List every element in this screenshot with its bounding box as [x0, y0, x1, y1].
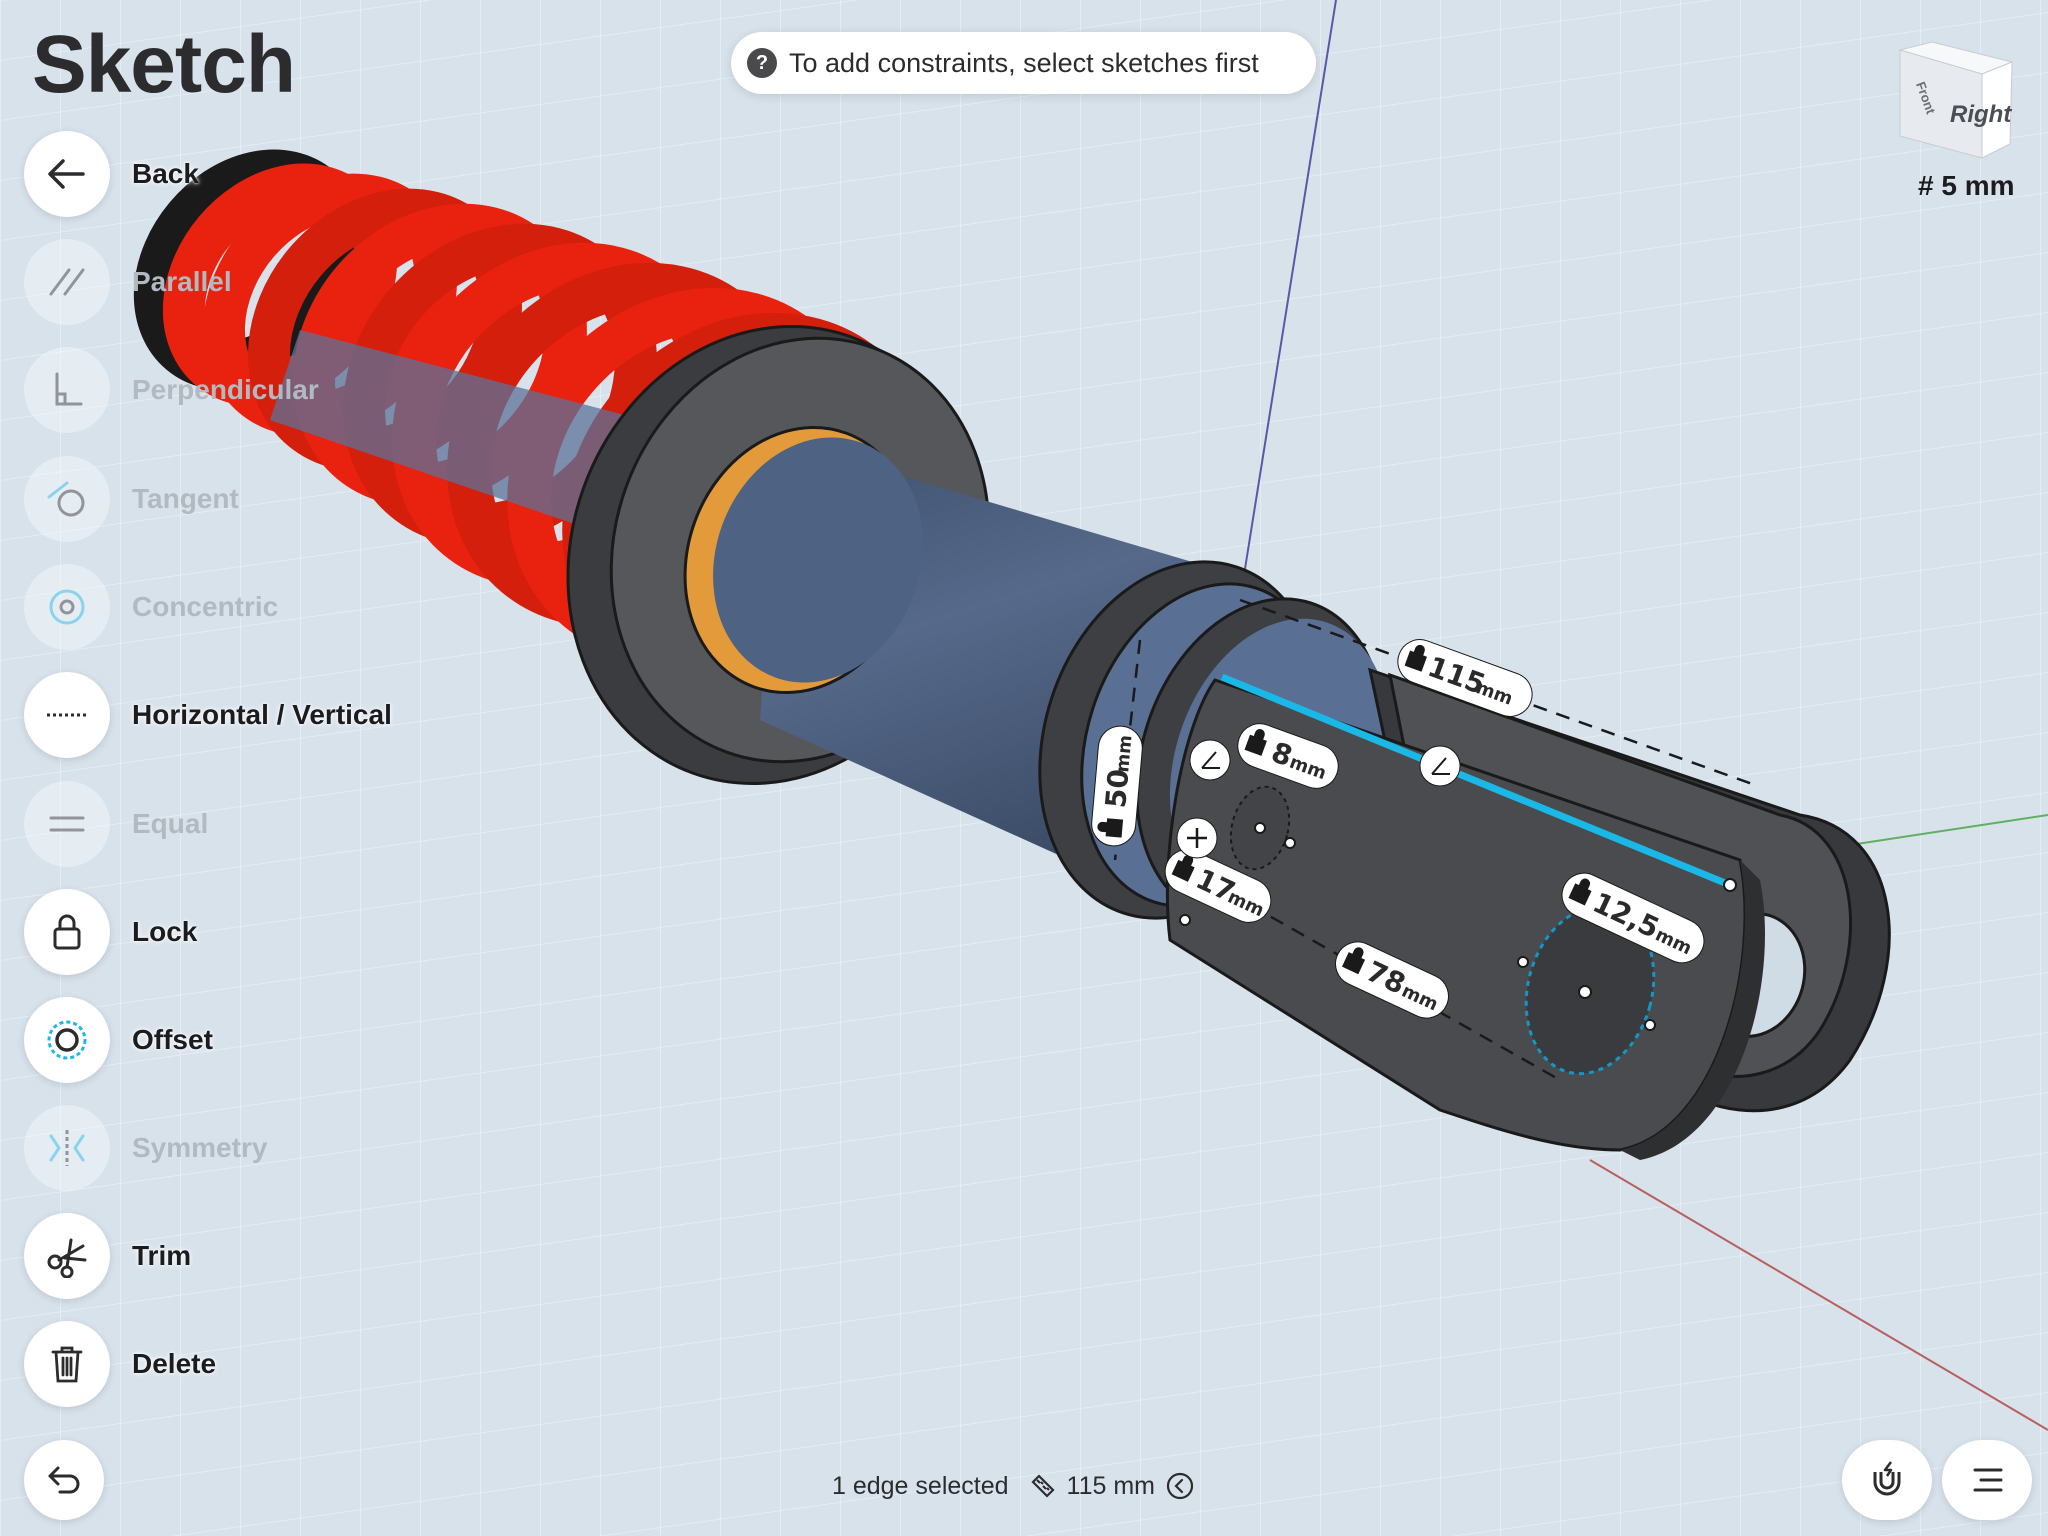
symmetry-icon [24, 1105, 110, 1191]
perpendicular-constraint-marker-2[interactable] [1419, 745, 1461, 787]
dim-8-badge[interactable]: 8 mm [1232, 718, 1345, 795]
front-bracket-plate[interactable] [1165, 673, 1765, 1160]
tangent-button[interactable]: Tangent [24, 455, 584, 543]
arrow-left-icon [24, 131, 110, 217]
help-icon: ? [747, 48, 777, 78]
trash-icon [24, 1321, 110, 1407]
dim-78-badge[interactable]: 78 mm [1328, 935, 1455, 1026]
selection-status: 1 edge selected [832, 1471, 1009, 1500]
undo-icon [48, 1466, 80, 1494]
tangent-label: Tangent [132, 483, 239, 514]
menu-icon [1973, 1468, 2003, 1492]
snap-button[interactable] [1842, 1440, 1932, 1520]
svg-text:50: 50 [1099, 768, 1135, 810]
concentric-icon [24, 564, 110, 650]
concentric-label: Concentric [132, 591, 279, 622]
status-bar: 1 edge selected 115 mm [832, 1466, 1195, 1506]
hint-text: To add constraints, select sketches firs… [789, 47, 1259, 78]
magnet-icon [1873, 1461, 1901, 1496]
measurement: 115 mm [1029, 1471, 1195, 1501]
concentric-button[interactable]: Concentric [24, 563, 584, 651]
horizontal-vertical-button[interactable]: Horizontal / Vertical [24, 671, 584, 759]
menu-button[interactable] [1942, 1440, 2032, 1520]
sketch-points [1179, 822, 1737, 1031]
dim-50-badge[interactable]: 50 mm [1090, 724, 1144, 847]
delete-label: Delete [132, 1348, 217, 1379]
equal-label: Equal [132, 808, 209, 839]
ruler-icon [1030, 1474, 1055, 1498]
perpendicular-label: Perpendicular [132, 374, 319, 405]
constraint-hint: ? To add constraints, select sketches fi… [731, 32, 1316, 94]
lock-label: Lock [132, 916, 198, 947]
equal-icon [24, 781, 110, 867]
undo-button[interactable] [24, 1440, 104, 1520]
equal-button[interactable]: Equal [24, 780, 584, 868]
horizontal-vertical-icon [24, 672, 110, 758]
y-axis-line [1849, 814, 2048, 846]
tangent-icon [24, 456, 110, 542]
selected-edge[interactable] [1220, 673, 1732, 889]
parallel-icon [24, 239, 110, 325]
offset-icon [24, 997, 110, 1083]
cube-right-label: Right [1950, 101, 2012, 128]
svg-text:mm: mm [1112, 734, 1136, 773]
back-label: Back [132, 158, 199, 189]
dim-115-badge[interactable]: 115 mm [1392, 633, 1539, 722]
page-title: Sketch [32, 19, 296, 110]
trim-label: Trim [132, 1240, 192, 1271]
delete-button[interactable]: Delete [24, 1320, 584, 1408]
chevron-left-circle-icon[interactable] [1165, 1471, 1195, 1501]
trim-button[interactable]: Trim [24, 1212, 584, 1300]
x-axis-line [1589, 1159, 2048, 1431]
measurement-value: 115 mm [1066, 1471, 1155, 1500]
perpendicular-button[interactable]: Perpendicular [24, 346, 584, 434]
parallel-label: Parallel [132, 266, 232, 297]
dim-17-badge[interactable]: 17 mm [1158, 842, 1278, 929]
offset-button[interactable]: Offset [24, 996, 584, 1084]
perpendicular-constraint-marker[interactable] [1189, 739, 1231, 781]
lock-icon [24, 889, 110, 975]
lock-button[interactable]: Lock [24, 888, 584, 976]
symmetry-label: Symmetry [132, 1132, 268, 1163]
horizontal-vertical-label: Horizontal / Vertical [132, 699, 392, 730]
z-axis-line [1239, 0, 1337, 601]
scissors-icon [24, 1213, 110, 1299]
perpendicular-icon [24, 347, 110, 433]
coincident-constraint-marker[interactable] [1176, 817, 1218, 859]
view-cube[interactable]: Front Right [1890, 40, 2020, 170]
back-button[interactable]: Back [24, 130, 584, 218]
dim-12-5-badge[interactable]: 12,5 mm [1555, 866, 1711, 970]
parallel-button[interactable]: Parallel [24, 238, 584, 326]
grid-size-label: # 5 mm [1918, 170, 2015, 201]
offset-label: Offset [132, 1024, 213, 1055]
symmetry-button[interactable]: Symmetry [24, 1104, 584, 1192]
